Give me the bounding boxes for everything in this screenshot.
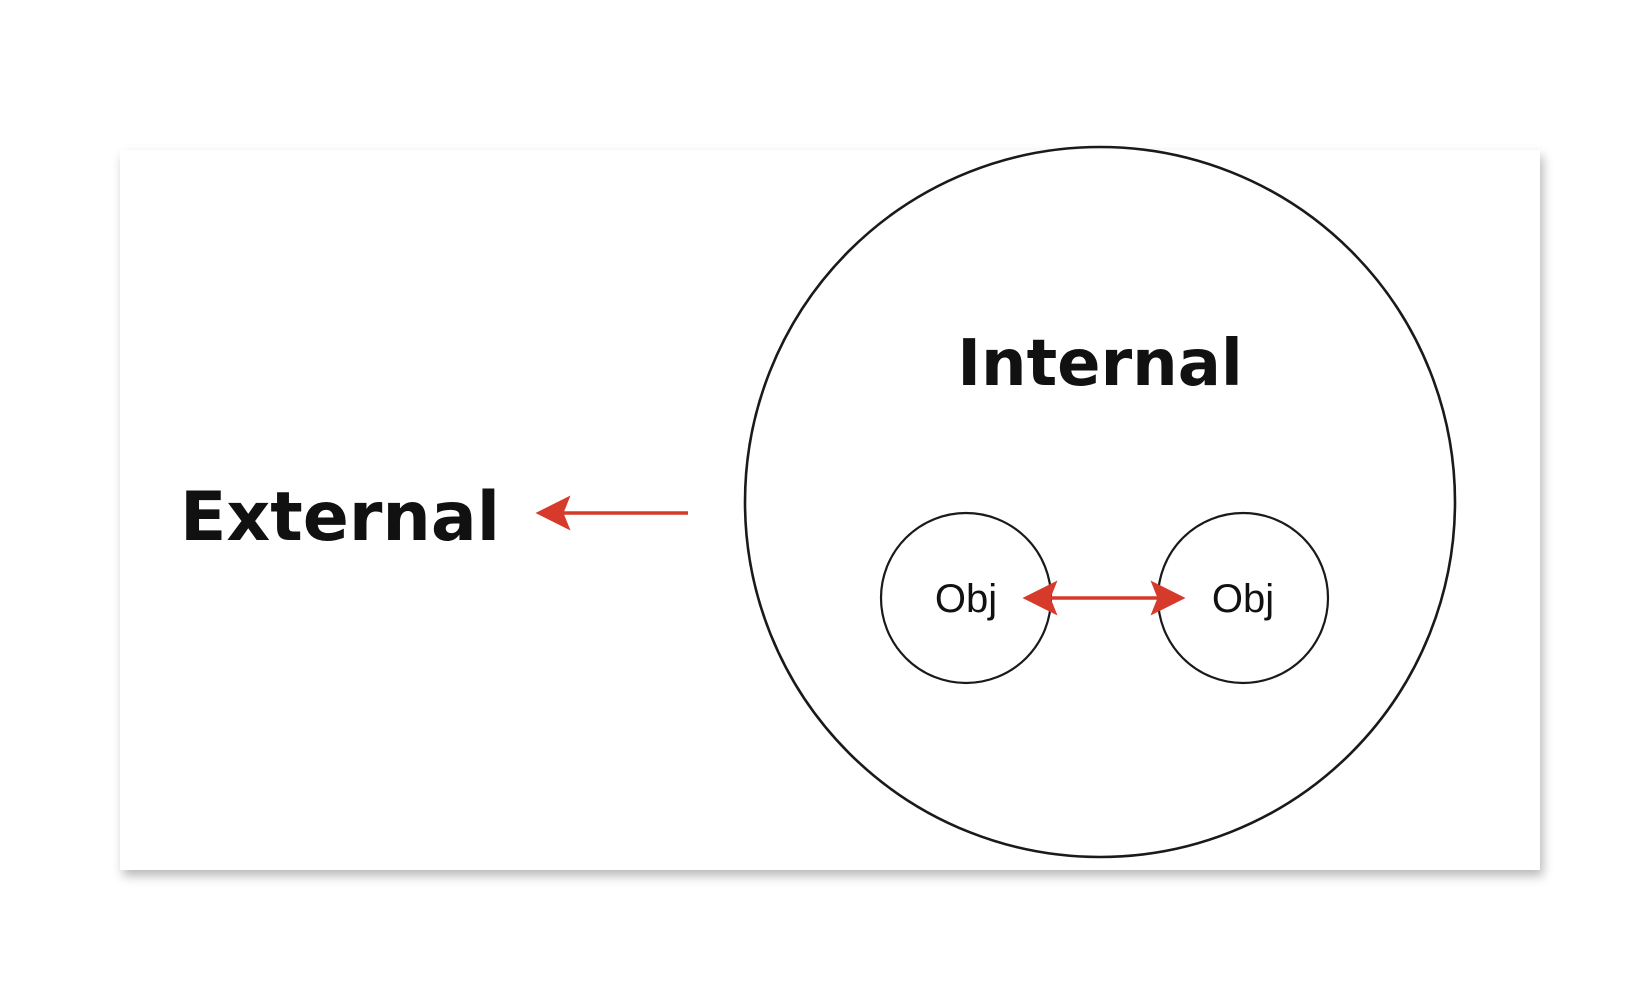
object-label-right: Obj [1212,577,1274,621]
internal-label: Internal [957,327,1243,401]
object-label-left: Obj [935,577,997,621]
external-label: External [180,478,500,557]
internal-boundary-circle [743,145,1457,859]
